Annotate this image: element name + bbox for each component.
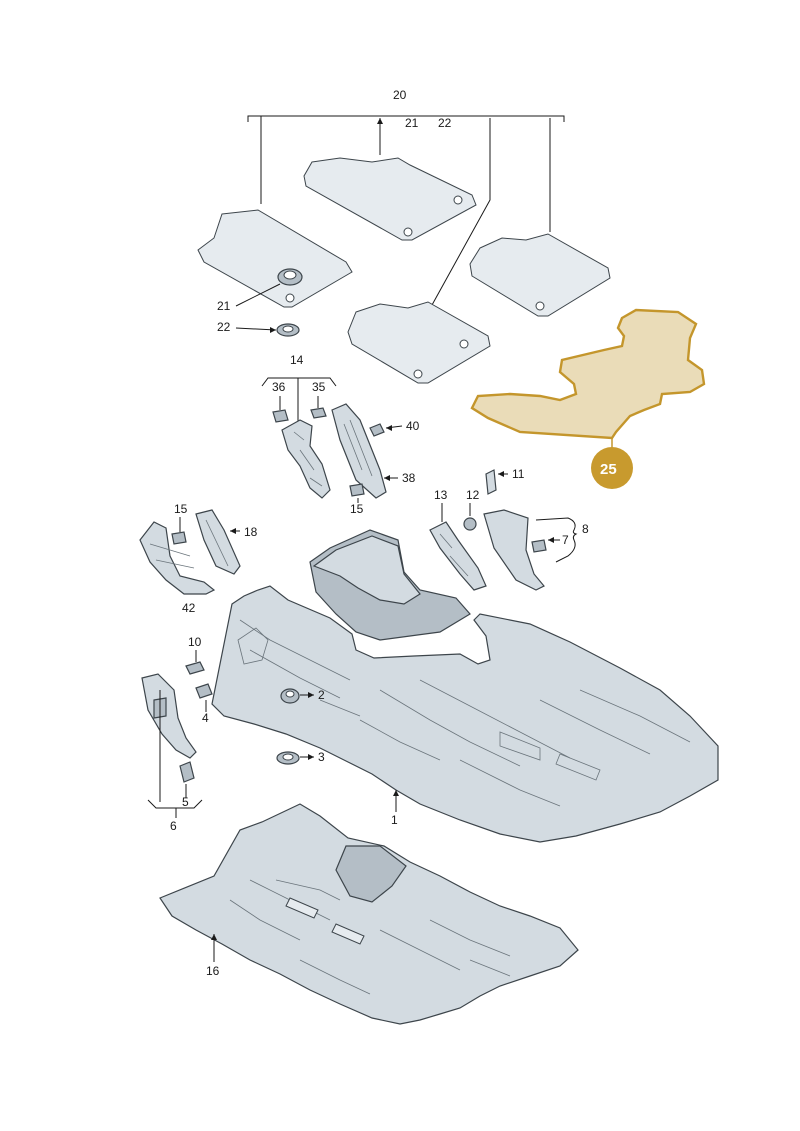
callout-badge-25[interactable]: 25 [591, 447, 633, 489]
label-42: 42 [182, 601, 196, 615]
label-21-top: 21 [405, 116, 419, 130]
label-16: 16 [206, 964, 220, 978]
floor-insulation-16[interactable] [159, 803, 579, 1025]
bracket-11[interactable] [485, 469, 497, 495]
label-36: 36 [272, 380, 286, 394]
floor-mat-front-right[interactable] [303, 157, 477, 241]
clip-35[interactable] [310, 407, 327, 419]
label-1: 1 [391, 813, 398, 827]
mat-fastener-22[interactable] [276, 323, 300, 337]
label-6: 6 [170, 819, 177, 833]
label-14: 14 [290, 353, 304, 367]
clip-5[interactable] [179, 761, 195, 783]
clip-15-left[interactable] [171, 531, 187, 545]
label-13: 13 [434, 488, 448, 502]
label-15-right: 15 [350, 502, 364, 516]
floor-mat-rear-right[interactable] [469, 233, 611, 317]
floor-mat-set-bracket [247, 115, 565, 306]
label-20: 20 [393, 88, 407, 102]
label-11: 11 [512, 467, 525, 481]
label-40: 40 [406, 419, 420, 433]
nut-12[interactable] [463, 517, 477, 531]
mat-fastener-21[interactable] [277, 268, 303, 286]
label-12: 12 [466, 488, 480, 502]
label-10: 10 [188, 635, 202, 649]
floor-mat-front-left[interactable] [197, 209, 353, 308]
floor-mat-third-row-highlighted[interactable] [470, 308, 706, 452]
screw-10[interactable] [185, 661, 205, 675]
clip-7[interactable] [531, 539, 547, 553]
label-22: 22 [217, 320, 231, 334]
callout-number: 25 [600, 461, 617, 478]
floor-carpet-main[interactable] [211, 529, 719, 843]
fastener-3[interactable] [276, 751, 300, 765]
side-trim-8[interactable] [483, 509, 545, 591]
label-38: 38 [402, 471, 416, 485]
footrest-bracket[interactable] [281, 419, 331, 499]
clip-15-right[interactable] [349, 483, 365, 497]
label-4: 4 [202, 711, 209, 725]
side-trim-6[interactable] [141, 673, 197, 759]
trim-bracket-13[interactable] [429, 521, 487, 591]
side-trim-42[interactable] [139, 521, 216, 595]
clip-36[interactable] [272, 409, 289, 423]
clip-4[interactable] [195, 683, 213, 699]
screw-40[interactable] [369, 423, 385, 437]
label-22-top: 22 [438, 116, 452, 130]
label-15-left: 15 [174, 502, 188, 516]
label-7: 7 [562, 533, 569, 547]
label-21: 21 [217, 299, 231, 313]
floor-mat-rear-left[interactable] [347, 301, 491, 384]
label-8: 8 [582, 522, 589, 536]
label-2: 2 [318, 688, 325, 702]
label-35: 35 [312, 380, 326, 394]
fastener-2[interactable] [280, 688, 300, 704]
label-5: 5 [182, 795, 189, 809]
label-3: 3 [318, 750, 325, 764]
footrest-pad[interactable] [331, 403, 387, 499]
label-18: 18 [244, 525, 258, 539]
step-pad-18[interactable] [195, 509, 241, 575]
